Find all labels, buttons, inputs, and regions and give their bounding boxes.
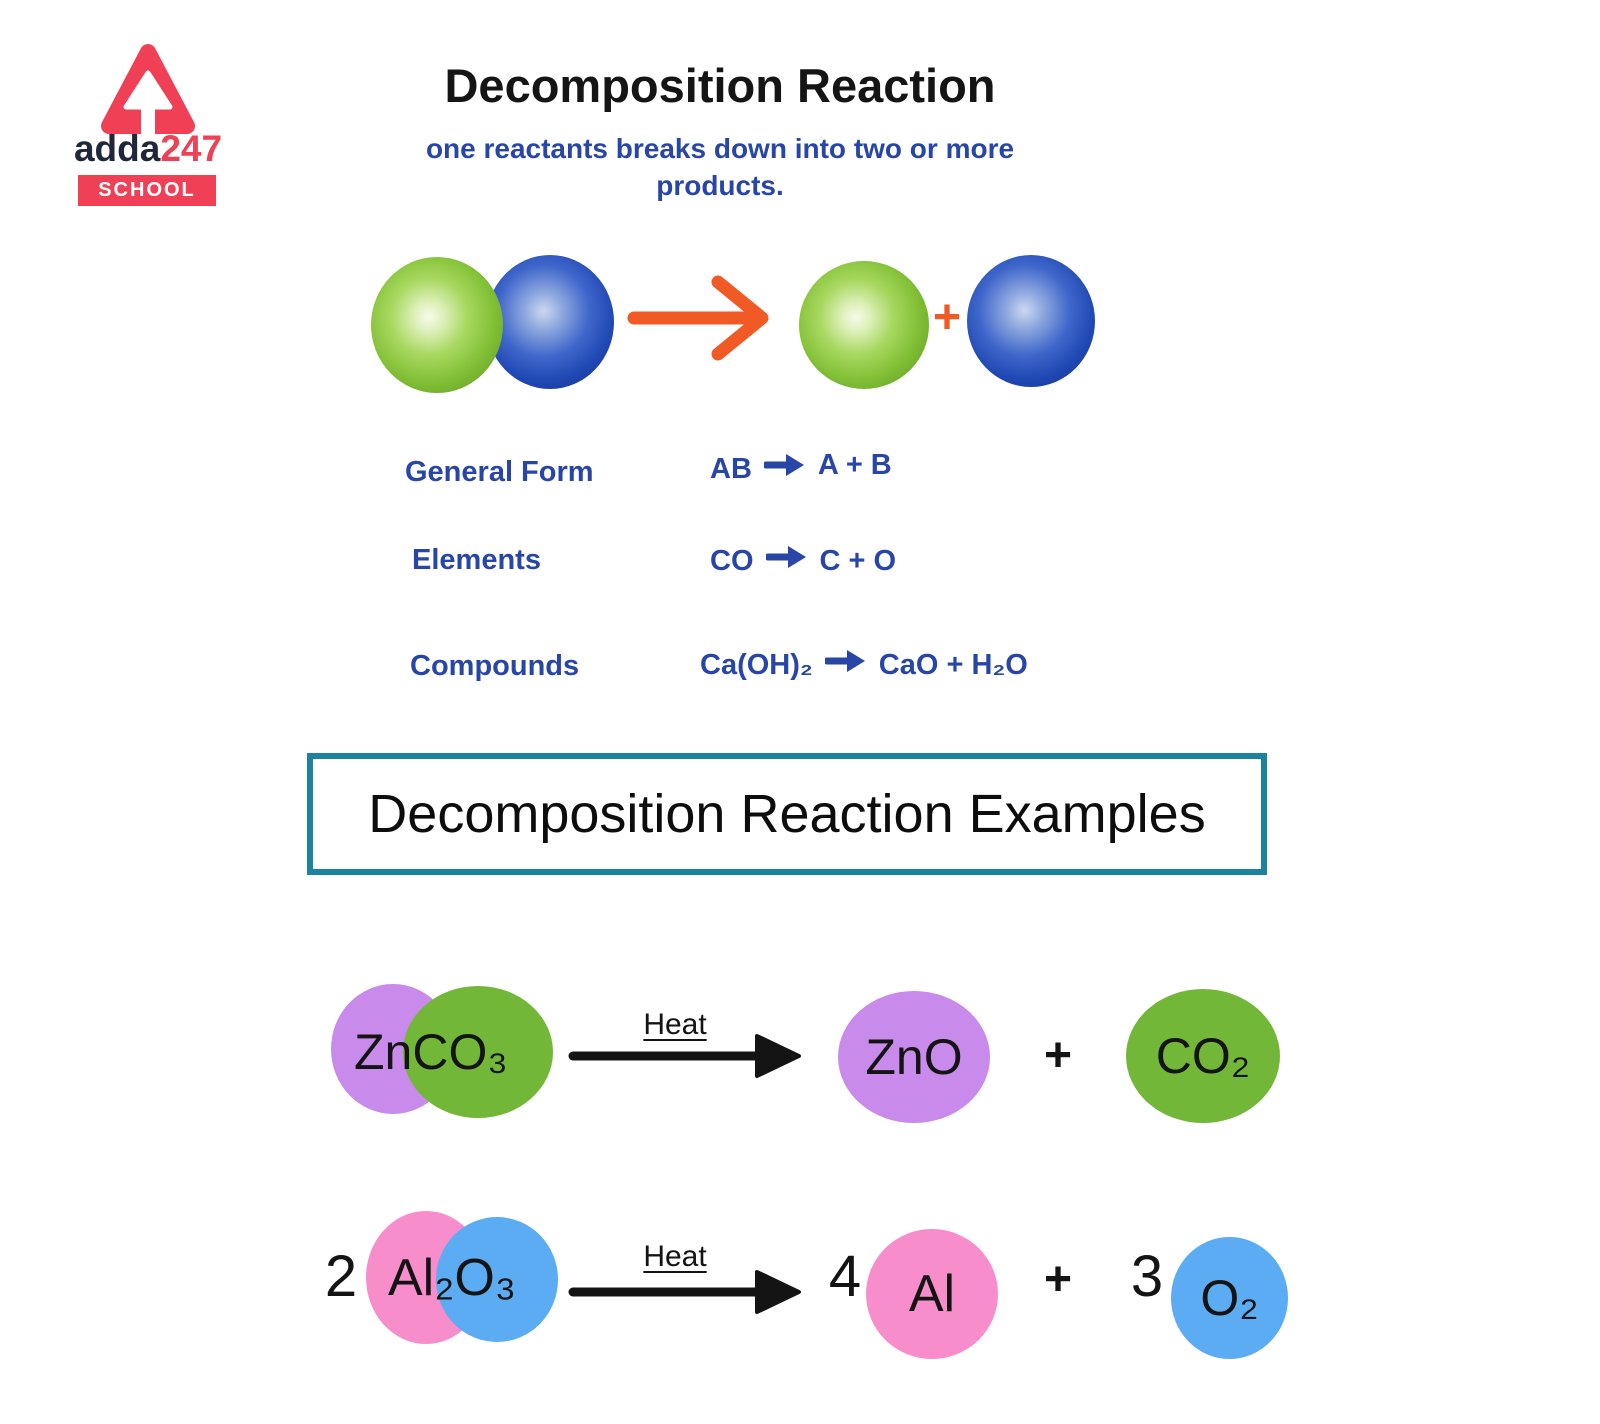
elements-lhs: CO bbox=[710, 544, 754, 577]
page-subtitle-line2: products. bbox=[656, 170, 784, 201]
znco3-formula: ZnCO₃ bbox=[354, 1024, 508, 1080]
brand-wordmark: adda247 bbox=[68, 128, 228, 170]
compounds-rhs: CaO + H₂O bbox=[878, 648, 1028, 681]
elements-rhs: C + O bbox=[819, 544, 897, 577]
blue-arrow-icon bbox=[764, 544, 808, 578]
blue-arrow-icon bbox=[823, 648, 867, 682]
heat-arrow-icon-row2 bbox=[563, 1266, 809, 1318]
heat-label-row1: Heat bbox=[643, 1008, 707, 1041]
product-green-sphere bbox=[799, 261, 929, 389]
o2-blue-blob: O₂ bbox=[1171, 1237, 1288, 1359]
al2o3-blue-blob bbox=[436, 1217, 558, 1342]
blue-arrow-icon bbox=[762, 452, 806, 486]
plus-sign-row1: + bbox=[1043, 1029, 1073, 1082]
examples-title-box: Decomposition Reaction Examples bbox=[307, 753, 1267, 875]
school-banner-label: SCHOOL bbox=[98, 179, 196, 201]
al2o3-formula: Al₂O₃ bbox=[388, 1249, 517, 1307]
school-banner: SCHOOL bbox=[78, 175, 216, 206]
al-formula: Al bbox=[908, 1265, 956, 1323]
general-form-label: General Form bbox=[405, 456, 594, 488]
reactant-green-sphere bbox=[371, 257, 503, 393]
co2-formula: CO₂ bbox=[1155, 1028, 1251, 1084]
brand-name-accent: 247 bbox=[160, 128, 223, 169]
general-form-rhs: A + B bbox=[817, 448, 892, 481]
compounds-lhs: Ca(OH)₂ bbox=[700, 648, 813, 681]
znco3-green-blob bbox=[403, 986, 553, 1118]
general-form-formula: AB A + B bbox=[710, 448, 892, 486]
o2-formula: O₂ bbox=[1200, 1270, 1259, 1326]
orange-reaction-arrow-icon bbox=[626, 268, 790, 368]
zno-formula: ZnO bbox=[865, 1029, 963, 1085]
al-pink-blob: Al bbox=[866, 1229, 998, 1359]
heat-label-row2: Heat bbox=[643, 1240, 707, 1273]
product-blue-sphere bbox=[967, 255, 1095, 387]
compounds-label: Compounds bbox=[410, 650, 580, 682]
elements-formula: CO C + O bbox=[710, 544, 896, 578]
heat-arrow-icon-row1 bbox=[563, 1030, 809, 1082]
coeff-al: 4 bbox=[828, 1244, 862, 1309]
orange-plus-sign: + bbox=[932, 291, 962, 344]
coeff-al2o3: 2 bbox=[324, 1244, 358, 1309]
brand-name-dark: adda bbox=[73, 128, 161, 169]
co2-green-blob: CO₂ bbox=[1126, 989, 1280, 1123]
zno-purple-blob: ZnO bbox=[838, 991, 990, 1123]
elements-label: Elements bbox=[412, 544, 541, 576]
coeff-o2: 3 bbox=[1130, 1244, 1164, 1309]
adda247-logo-icon bbox=[98, 40, 198, 142]
plus-sign-row2: + bbox=[1043, 1253, 1073, 1306]
page-title: Decomposition Reaction bbox=[444, 59, 996, 112]
compounds-formula: Ca(OH)₂ CaO + H₂O bbox=[700, 648, 1028, 682]
examples-title: Decomposition Reaction Examples bbox=[368, 784, 1206, 844]
reactant-blue-sphere bbox=[486, 255, 614, 389]
page-subtitle-line1: one reactants breaks down into two or mo… bbox=[425, 133, 1015, 164]
general-form-lhs: AB bbox=[710, 452, 752, 485]
page-subtitle: one reactants breaks down into two or mo… bbox=[330, 130, 1110, 204]
